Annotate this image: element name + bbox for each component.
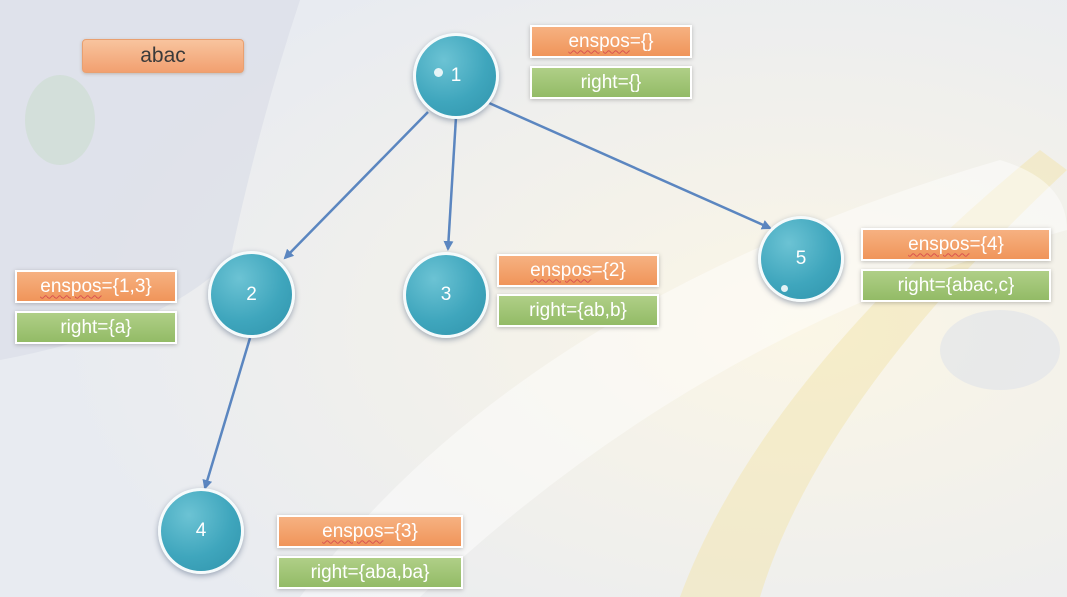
right-value: ={ab,b} — [566, 299, 627, 321]
enspos-box-1: enspos={} — [530, 25, 692, 58]
edge-1-5 — [488, 101, 772, 230]
enspos-box-5: enspos={4} — [861, 228, 1051, 261]
enspos-value: ={1,3} — [101, 275, 152, 297]
right-box-1: right={} — [530, 66, 692, 99]
right-key: right — [60, 316, 98, 338]
right-value: ={abac,c} — [934, 274, 1015, 296]
state-node-5: 5 — [758, 216, 844, 302]
node-id: 3 — [440, 284, 452, 305]
node-id: 5 — [795, 248, 807, 269]
edge-2-4 — [202, 337, 252, 490]
right-key: right — [529, 299, 567, 321]
enspos-box-4: enspos={3} — [277, 515, 463, 548]
enspos-value: ={2} — [591, 259, 626, 281]
node-id: 1 — [450, 65, 462, 86]
right-box-2: right={a} — [15, 311, 177, 344]
enspos-key: enspos — [530, 259, 592, 281]
enspos-value: ={4} — [969, 233, 1004, 255]
node-id: 2 — [246, 283, 257, 305]
right-key: right — [897, 274, 935, 296]
right-box-3: right={ab,b} — [497, 294, 659, 327]
edge-1-2 — [283, 111, 429, 260]
enspos-key: enspos — [908, 233, 970, 255]
right-value: ={} — [617, 71, 642, 93]
state-node-3: 3 — [403, 252, 489, 338]
string-label-text: abac — [140, 44, 186, 67]
enspos-value: ={} — [629, 30, 654, 52]
state-node-1: 1 — [413, 33, 499, 119]
edge-1-3 — [443, 116, 458, 251]
state-node-4: 4 — [158, 488, 244, 574]
enspos-box-2: enspos={1,3} — [15, 270, 177, 303]
highlight-dot — [781, 285, 788, 292]
right-box-5: right={abac,c} — [861, 269, 1051, 302]
enspos-key: enspos — [40, 275, 102, 297]
right-value: ={a} — [97, 316, 132, 338]
enspos-box-3: enspos={2} — [497, 254, 659, 287]
enspos-key: enspos — [568, 30, 630, 52]
node-id: 4 — [195, 520, 207, 541]
enspos-key: enspos — [322, 520, 384, 542]
right-value: ={aba,ba} — [347, 561, 430, 583]
right-box-4: right={aba,ba} — [277, 556, 463, 589]
string-label: abac — [82, 39, 244, 73]
highlight-dot — [434, 68, 443, 77]
right-key: right — [310, 561, 348, 583]
state-node-2: 2 — [208, 251, 295, 338]
right-key: right — [580, 71, 618, 93]
enspos-value: ={3} — [383, 520, 418, 542]
